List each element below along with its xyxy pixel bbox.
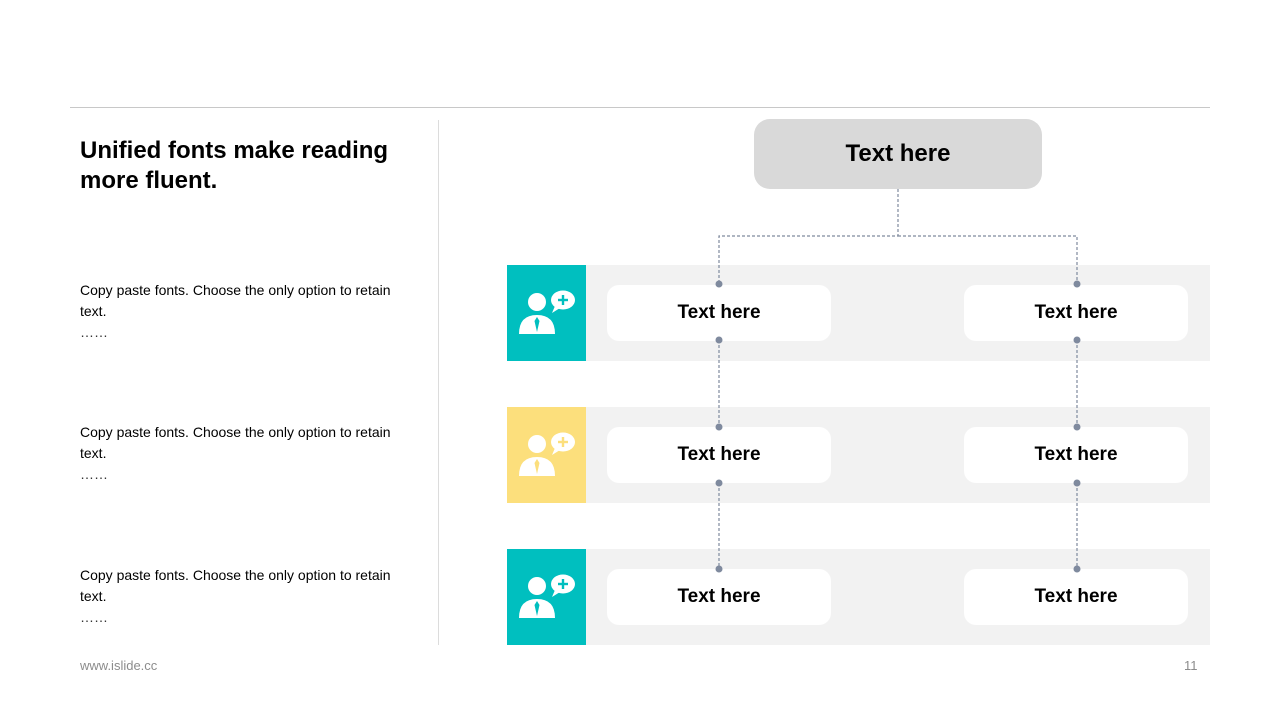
user-chat-icon xyxy=(518,574,575,618)
node-row1-left: Text here xyxy=(607,285,831,341)
user-chat-icon xyxy=(518,290,575,334)
node-row2-right: Text here xyxy=(964,427,1188,483)
node-row1-right: Text here xyxy=(964,285,1188,341)
node-row2-left: Text here xyxy=(607,427,831,483)
row-icon-tile xyxy=(507,265,586,361)
paragraph-ellipsis: …… xyxy=(80,466,108,482)
user-chat-icon xyxy=(518,432,575,476)
top-rule xyxy=(70,107,1210,108)
diagram-row-3: Text here Text here xyxy=(507,549,1210,645)
paragraph-ellipsis: …… xyxy=(80,324,108,340)
vertical-divider xyxy=(438,120,439,645)
paragraph-text: Copy paste fonts. Choose the only option… xyxy=(80,567,391,604)
diagram-row-2: Text here Text here xyxy=(507,407,1210,503)
node-row3-left: Text here xyxy=(607,569,831,625)
paragraph-text: Copy paste fonts. Choose the only option… xyxy=(80,424,391,461)
footer-url: www.islide.cc xyxy=(80,658,158,673)
paragraph-1: Copy paste fonts. Choose the only option… xyxy=(80,280,420,343)
diagram-row-1: Text here Text here xyxy=(507,265,1210,361)
row-icon-tile xyxy=(507,549,586,645)
paragraph-3: Copy paste fonts. Choose the only option… xyxy=(80,565,420,628)
paragraph-text: Copy paste fonts. Choose the only option… xyxy=(80,282,391,319)
paragraph-ellipsis: …… xyxy=(80,609,108,625)
row-icon-tile xyxy=(507,407,586,503)
page-number: 11 xyxy=(1184,658,1198,673)
slide-heading: Unified fonts make reading more fluent. xyxy=(80,137,389,194)
root-node: Text here xyxy=(754,119,1042,189)
node-row3-right: Text here xyxy=(964,569,1188,625)
paragraph-2: Copy paste fonts. Choose the only option… xyxy=(80,422,420,485)
